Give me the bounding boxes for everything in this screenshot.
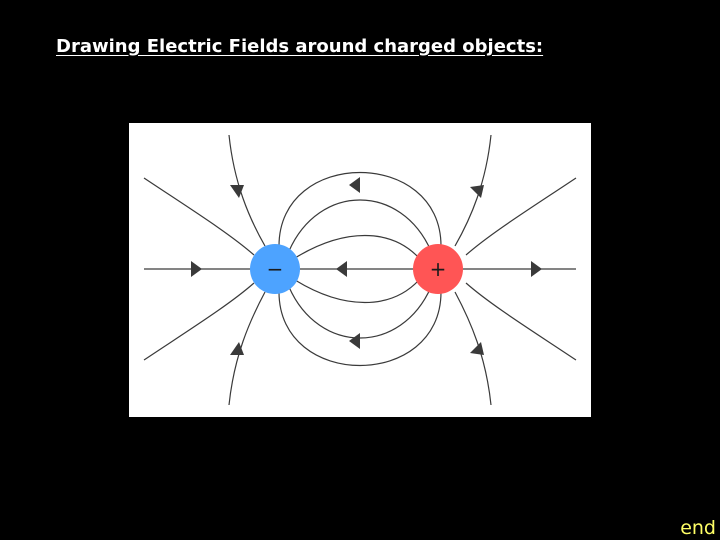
- arrow-pos-outer-lower: [470, 342, 484, 355]
- field-line-pos-outer-lower-2: [454, 291, 492, 406]
- field-line-between-upper-3: [278, 172, 442, 247]
- arrow-between-upper: [349, 177, 360, 193]
- field-line-between-upper-1: [294, 235, 420, 259]
- negative-charge-symbol: −: [267, 257, 284, 281]
- end-nav-link[interactable]: end: [680, 517, 716, 539]
- arrow-axis-middle: [336, 261, 347, 277]
- field-line-between-lower-1: [294, 279, 420, 303]
- arrow-neg-outer-upper: [230, 185, 244, 198]
- field-line-pos-outer-upper-1: [465, 177, 577, 256]
- field-line-neg-outer-lower-2: [228, 291, 266, 406]
- arrow-axis-right: [531, 261, 542, 277]
- positive-charge-symbol: +: [430, 257, 447, 281]
- positive-charge: +: [413, 244, 463, 294]
- negative-charge: −: [250, 244, 300, 294]
- field-line-pos-outer-upper-2: [454, 134, 492, 247]
- field-line-neg-outer-upper-1: [143, 177, 255, 256]
- slide-title: Drawing Electric Fields around charged o…: [56, 36, 544, 57]
- field-line-between-upper-2: [288, 199, 432, 252]
- arrow-neg-outer-lower: [230, 342, 244, 355]
- arrow-pos-outer-upper: [470, 185, 484, 198]
- arrow-between-lower: [349, 333, 360, 349]
- electric-field-diagram: − +: [129, 123, 591, 417]
- field-line-neg-outer-upper-2: [228, 134, 266, 247]
- arrow-axis-left: [191, 261, 202, 277]
- field-line-between-lower-3: [278, 291, 442, 366]
- field-line-pos-outer-lower-1: [465, 282, 577, 361]
- field-line-neg-outer-lower-1: [143, 282, 255, 361]
